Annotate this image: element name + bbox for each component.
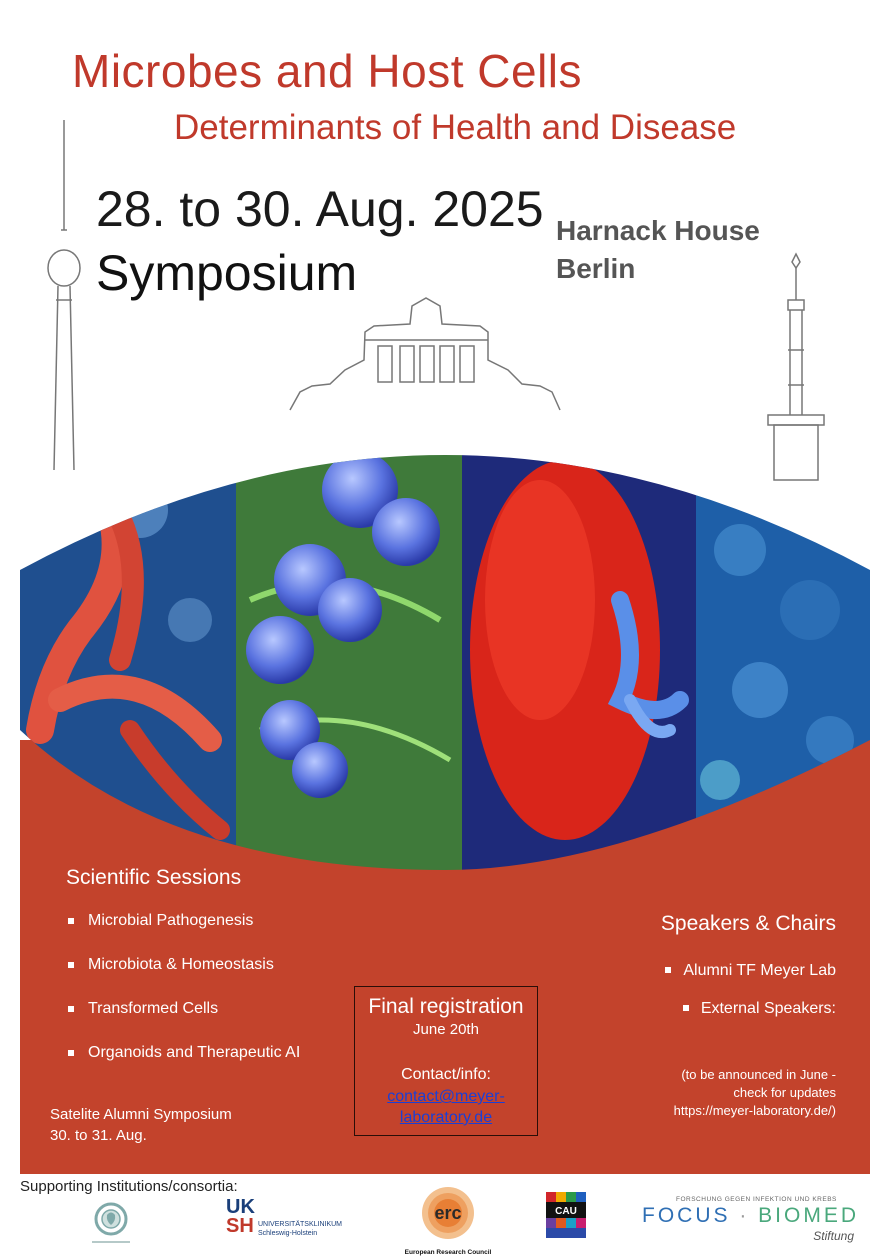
bullet-icon [68,1006,74,1012]
focus-tagline: FORSCHUNG GEGEN INFEKTION UND KREBS [676,1196,837,1203]
venue-city: Berlin [556,253,636,284]
bullet-icon [68,918,74,924]
session-item: Microbial Pathogenesis [66,912,300,956]
bullet-icon [682,1005,689,1011]
erc-mark: erc [434,1203,461,1223]
registration-deadline: June 20th [413,1021,479,1038]
speaker-item: Alumni TF Meyer Lab [665,962,836,1000]
session-label: Microbial Pathogenesis [88,912,254,929]
session-item: Microbiota & Homeostasis [66,956,300,1000]
focus-wordmark-part: BIOMED [758,1204,860,1227]
session-label: Microbiota & Homeostasis [88,956,274,973]
speaker-label: External Speakers: [700,1000,836,1017]
session-label: Transformed Cells [88,1000,219,1017]
berlin-skyline-outline [47,120,825,481]
sessions-list: Microbial Pathogenesis Microbiota & Home… [66,912,300,1088]
bullet-icon [68,962,74,968]
bullet-icon [665,967,672,973]
bullet-icon [68,1050,74,1056]
speaker-item: External Speakers: [665,1000,836,1038]
venue: Harnack House Berlin [556,212,760,288]
cau-mark: CAU [555,1206,577,1217]
erc-emblem-icon: erc [422,1187,474,1239]
uksh-name: UNIVERSITÄTSKLINIKUM Schleswig-Holstein [258,1220,342,1238]
max-planck-logo [92,1202,130,1243]
registration-title: Final registration [368,995,524,1018]
session-label: Organoids and Therapeutic AI [88,1044,301,1061]
registration-box: Final registration June 20th Contact/inf… [354,986,538,1136]
uksh-name-line: UNIVERSITÄTSKLINIKUM [258,1221,343,1228]
microscopy-collage [20,455,870,870]
satellite-title: Satelite Alumni Symposium [50,1106,232,1123]
contact-email-link[interactable]: contact@meyer-laboratory.de [387,1088,505,1126]
announce-line: (to be announced in June - [681,1067,836,1082]
speaker-label: Alumni TF Meyer Lab [683,962,836,979]
focus-stiftung: Stiftung [813,1229,854,1243]
event-dates: 28. to 30. Aug. 2025 [96,181,544,237]
session-item: Transformed Cells [66,1000,300,1044]
event-subtitle: Determinants of Health and Disease [174,108,737,147]
focus-dot-icon: · [730,1204,759,1227]
speaker-announcement: (to be announced in June - check for upd… [674,1066,836,1120]
venue-name: Harnack House [556,215,760,246]
satellite-symposium: Satelite Alumni Symposium 30. to 31. Aug… [50,1104,232,1146]
uksh-name-line: Schleswig-Holstein [258,1230,318,1237]
speakers-heading: Speakers & Chairs [660,912,836,935]
satellite-dates: 30. to 31. Aug. [50,1127,147,1144]
announce-url[interactable]: https://meyer-laboratory.de/) [673,1103,836,1118]
focus-wordmark-part: FOCUS [642,1204,731,1227]
uksh-mark-bottom: SH [226,1215,254,1237]
event-title: Microbes and Host Cells [72,45,583,97]
focus-biomed-logo: FORSCHUNG GEGEN INFEKTION UND KREBS FOCU… [642,1196,862,1246]
cau-logo: CAU [546,1192,586,1238]
uksh-logo: UK SH UNIVERSITÄTSKLINIKUM Schleswig-Hol… [226,1196,356,1246]
announce-line: check for updates [733,1085,836,1100]
event-type: Symposium [96,245,358,301]
uksh-mark: UK SH [226,1196,255,1237]
supporting-institutions-label: Supporting Institutions/consortia: [20,1178,238,1195]
uksh-mark-top: UK [226,1196,255,1218]
contact-label: Contact/info: [401,1066,491,1083]
speakers-list: Alumni TF Meyer Lab External Speakers: [665,962,836,1038]
focus-wordmark: FOCUS · BIOMED [642,1204,859,1228]
erc-logo: erc European Research Council [398,1178,498,1259]
erc-caption: European Research Council [404,1249,492,1256]
session-item: Organoids and Therapeutic AI [66,1044,300,1088]
sessions-heading: Scientific Sessions [66,866,242,889]
